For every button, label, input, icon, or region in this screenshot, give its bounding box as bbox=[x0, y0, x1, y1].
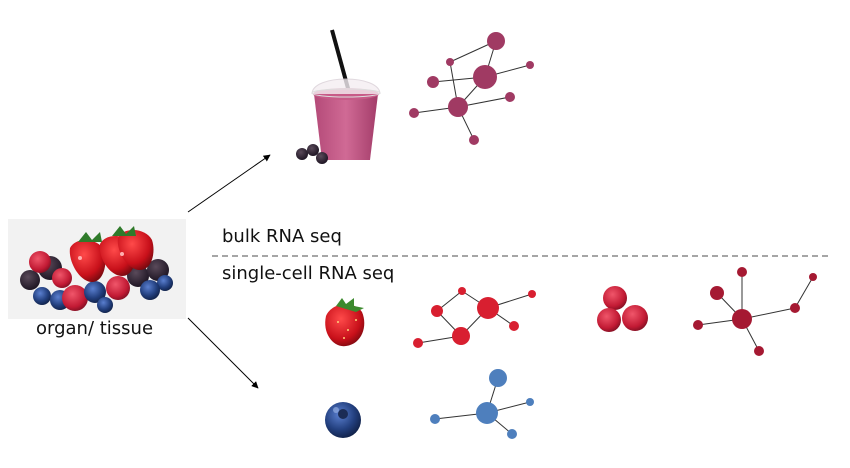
arrow-to-single-cell bbox=[187, 317, 259, 389]
raspberry-network bbox=[693, 267, 817, 356]
organ-tissue-label: organ/ tissue bbox=[36, 318, 154, 339]
berry-mix-icon bbox=[8, 219, 186, 319]
raspberry-icon bbox=[597, 286, 648, 332]
blueberry-icon bbox=[325, 402, 361, 438]
arrow-to-bulk bbox=[187, 154, 271, 213]
strawberry-icon bbox=[325, 298, 365, 347]
smoothie-cup-icon bbox=[296, 29, 381, 164]
bulk-network bbox=[409, 32, 534, 145]
blueberry-network bbox=[430, 369, 534, 439]
strawberry-network bbox=[413, 287, 536, 348]
single-cell-rna-seq-label: single-cell RNA seq bbox=[222, 263, 395, 284]
bulk-rna-seq-label: bulk RNA seq bbox=[222, 226, 342, 247]
berry-mix-icon-shine bbox=[78, 252, 124, 260]
